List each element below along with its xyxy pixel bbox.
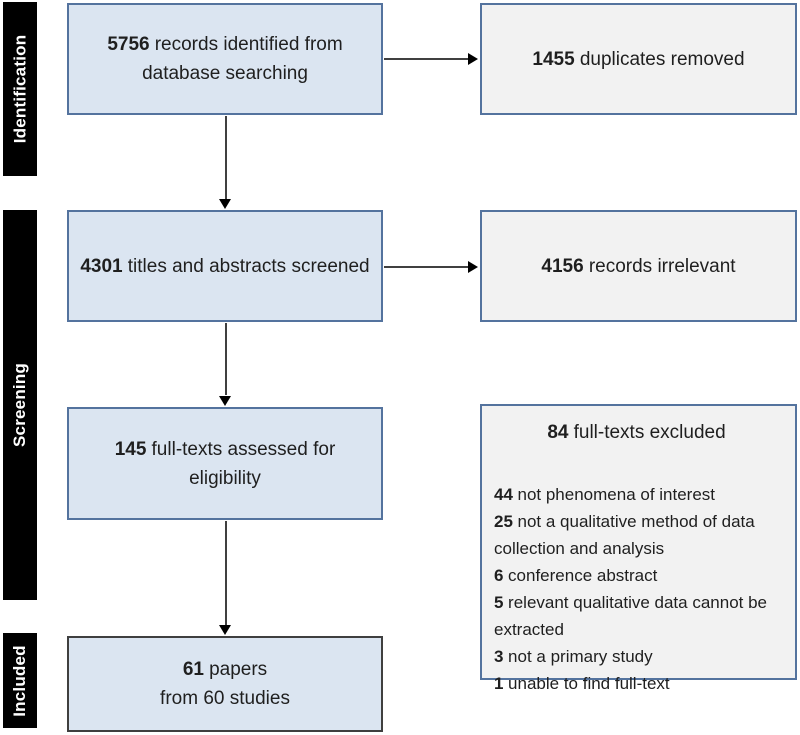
reason-label: relevant qualitative data cannot be extr… bbox=[494, 593, 768, 639]
reason-count: 3 bbox=[494, 647, 504, 666]
arrow-screened-to-assessed-head bbox=[219, 396, 231, 406]
records-identified-count: 5756 bbox=[107, 34, 150, 55]
reason-label: not a primary study bbox=[508, 647, 653, 666]
stage-label-identification: Identification bbox=[10, 34, 30, 144]
arrow-screened-to-irrelevant-head bbox=[468, 261, 478, 273]
stage-bar-screening: Screening bbox=[3, 210, 37, 600]
arrow-identified-to-screened-head bbox=[219, 199, 231, 209]
reason-label: not phenomena of interest bbox=[517, 485, 716, 504]
reason-count: 6 bbox=[494, 566, 504, 585]
reason-label: conference abstract bbox=[508, 566, 658, 585]
arrow-assessed-to-included-line bbox=[225, 521, 227, 625]
fulltexts-excluded-label: full-texts excluded bbox=[573, 422, 726, 443]
stage-bar-included: Included bbox=[3, 633, 37, 728]
fulltexts-assessed-count: 145 bbox=[114, 438, 147, 460]
arrow-identified-to-duplicates-line bbox=[384, 58, 469, 60]
reason-count: 1 bbox=[494, 674, 504, 693]
duplicates-removed-label: duplicates removed bbox=[579, 48, 745, 70]
reason-label: not a qualitative method of data collect… bbox=[494, 512, 755, 558]
included-papers-count: 61 bbox=[182, 659, 204, 680]
records-irrelevant-label: records irrelevant bbox=[588, 255, 736, 277]
reason-count: 44 bbox=[494, 485, 513, 504]
arrow-screened-to-irrelevant-line bbox=[384, 266, 469, 268]
reason-count: 25 bbox=[494, 512, 513, 531]
duplicates-removed-count: 1455 bbox=[532, 48, 575, 70]
included-papers-line2: from 60 studies bbox=[160, 688, 290, 709]
fulltexts-assessed-label: full-texts assessed for eligibility bbox=[151, 438, 336, 489]
fulltexts-excluded-count: 84 bbox=[547, 422, 569, 443]
arrow-identified-to-duplicates-head bbox=[468, 53, 478, 65]
titles-screened-count: 4301 bbox=[80, 255, 123, 277]
stage-label-included: Included bbox=[10, 644, 29, 717]
records-irrelevant-count: 4156 bbox=[541, 255, 584, 277]
arrow-assessed-to-included-head bbox=[219, 625, 231, 635]
arrow-identified-to-screened-line bbox=[225, 116, 227, 200]
reason-label: unable to find full-text bbox=[508, 674, 670, 693]
arrow-screened-to-assessed-line bbox=[225, 323, 227, 395]
stage-label-screening: Screening bbox=[10, 363, 29, 447]
records-identified-label: records identified from database searchi… bbox=[142, 34, 343, 84]
included-papers-label: papers bbox=[209, 659, 268, 680]
titles-screened-label: titles and abstracts screened bbox=[127, 255, 370, 277]
reason-count: 5 bbox=[494, 593, 504, 612]
stage-bar-identification: Identification bbox=[3, 2, 37, 176]
